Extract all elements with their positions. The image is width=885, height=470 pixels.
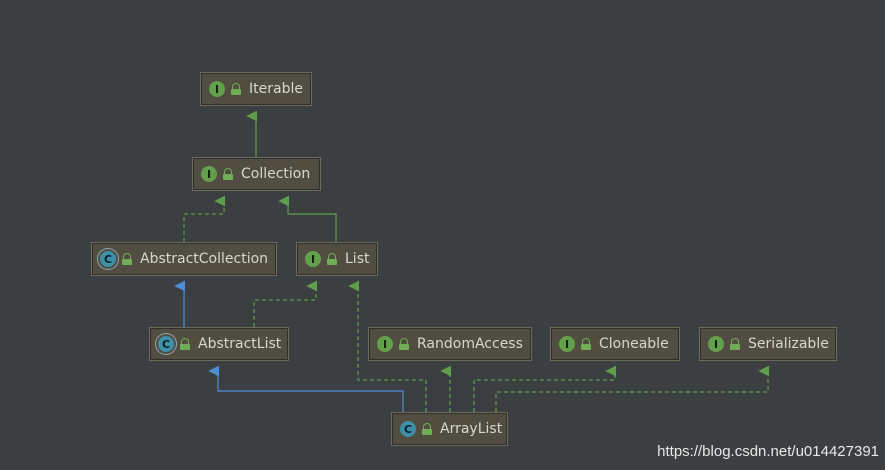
interface-icon: I: [559, 336, 575, 352]
node-iterable[interactable]: I Iterable: [200, 72, 312, 106]
edge-arraylist-to-serializable: [495, 365, 770, 412]
node-serializable[interactable]: I Serializable: [699, 327, 837, 361]
node-label: AbstractCollection: [140, 251, 269, 267]
public-lock-icon: [581, 338, 591, 350]
edge-abstractcollection-to-collection: [183, 195, 226, 242]
public-lock-icon: [399, 338, 409, 350]
node-label: List: [345, 251, 370, 267]
node-list[interactable]: I List: [296, 242, 378, 276]
node-label: Serializable: [748, 336, 829, 352]
public-lock-icon: [327, 253, 337, 265]
node-collection[interactable]: I Collection: [192, 157, 321, 191]
public-lock-icon: [422, 423, 432, 435]
interface-icon: I: [377, 336, 393, 352]
abstract-class-icon: C: [158, 336, 174, 352]
interface-icon: I: [201, 166, 217, 182]
node-label: ArrayList: [440, 421, 503, 437]
abstract-class-icon: C: [100, 251, 116, 267]
watermark-url: https://blog.csdn.net/u014427391: [657, 443, 879, 460]
edge-arraylist-to-list: [348, 280, 427, 412]
node-abstractlist[interactable]: C AbstractList: [149, 327, 289, 361]
public-lock-icon: [180, 338, 190, 350]
edge-abstractlist-to-list: [253, 280, 318, 327]
node-randomaccess[interactable]: I RandomAccess: [368, 327, 532, 361]
interface-icon: I: [708, 336, 724, 352]
node-label: RandomAccess: [417, 336, 523, 352]
node-arraylist[interactable]: C ArrayList: [391, 412, 508, 446]
node-label: Collection: [241, 166, 311, 182]
edge-list-to-collection: [278, 195, 337, 242]
public-lock-icon: [231, 83, 241, 95]
node-abstractcollection[interactable]: C AbstractCollection: [91, 242, 277, 276]
public-lock-icon: [223, 168, 233, 180]
node-label: AbstractList: [198, 336, 282, 352]
node-label: Cloneable: [599, 336, 669, 352]
edge-arraylist-to-abstractlist: [208, 365, 404, 412]
interface-icon: I: [305, 251, 321, 267]
class-icon: C: [400, 421, 416, 437]
public-lock-icon: [122, 253, 132, 265]
edge-arraylist-to-cloneable: [473, 365, 617, 412]
interface-icon: I: [209, 81, 225, 97]
node-label: Iterable: [249, 81, 303, 97]
public-lock-icon: [730, 338, 740, 350]
node-cloneable[interactable]: I Cloneable: [550, 327, 680, 361]
